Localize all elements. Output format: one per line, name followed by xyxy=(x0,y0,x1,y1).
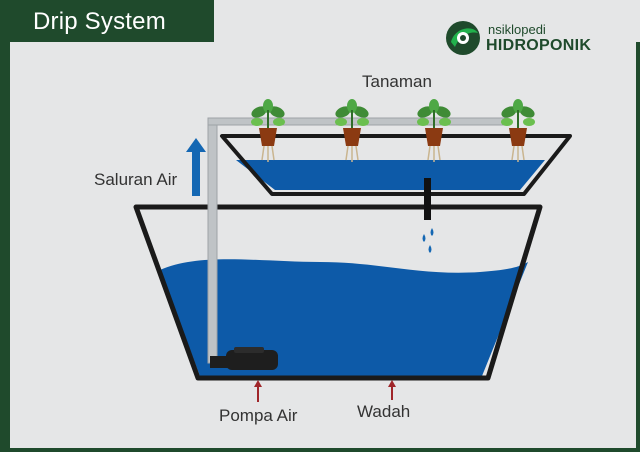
page-title: Drip System xyxy=(33,8,166,35)
plant-2 xyxy=(335,99,369,162)
logo-area xyxy=(214,0,640,42)
plant-4 xyxy=(501,99,535,162)
water-pump-icon xyxy=(210,347,278,370)
plant-tray xyxy=(220,134,572,196)
flow-up-arrow-icon xyxy=(186,138,206,196)
plants-label: Tanaman xyxy=(362,72,432,91)
water-channel-label: Saluran Air xyxy=(94,170,178,189)
container-pointer-arrow-icon xyxy=(388,380,396,400)
container-label: Wadah xyxy=(357,402,411,421)
reservoir-tank xyxy=(133,204,543,381)
logo-text-main: HIDROPONIK xyxy=(486,37,592,54)
drain-pipe xyxy=(422,178,434,253)
logo-icon xyxy=(446,21,480,55)
water-pump-label: Pompa Air xyxy=(219,406,298,425)
plant-3 xyxy=(417,99,451,162)
title-tab xyxy=(0,0,214,42)
plant-1 xyxy=(251,99,285,162)
pump-pointer-arrow-icon xyxy=(254,380,262,402)
logo-text-top: nsiklopedi xyxy=(488,22,546,37)
